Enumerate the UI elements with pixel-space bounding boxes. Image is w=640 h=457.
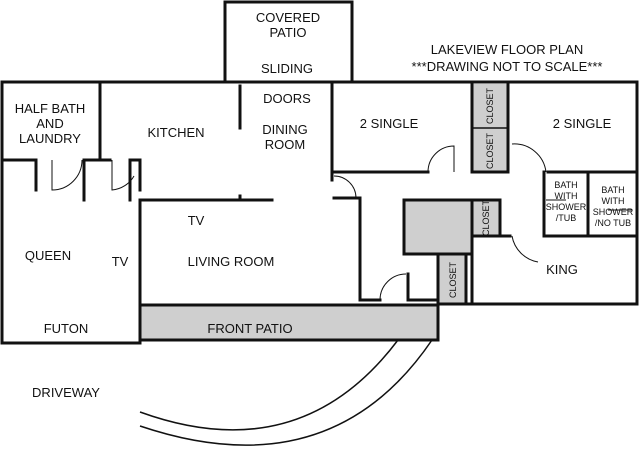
bath2-label-4: /NO TUB [595, 218, 631, 228]
closet-c-label: CLOSET [481, 199, 491, 236]
covered-patio-label-2: PATIO [269, 25, 306, 40]
covered-patio-wall [223, 0, 354, 84]
living-room-label: LIVING ROOM [188, 254, 275, 269]
closet-b-label: CLOSET [485, 132, 495, 169]
bath2-label-3: SHOWER [593, 207, 634, 217]
queen-label: QUEEN [25, 248, 71, 263]
closet-a-label: CLOSET [485, 87, 495, 124]
shading [140, 84, 508, 340]
doors-label: DOORS [263, 91, 311, 106]
half-bath-label-3: LAUNDRY [19, 131, 81, 146]
futon-label: FUTON [44, 321, 89, 336]
bath1-label-3: SHOWER [546, 202, 587, 212]
front-walkway [139, 339, 433, 446]
single-right-label: 2 SINGLE [553, 116, 612, 131]
half-bath-label-2: AND [36, 116, 63, 131]
covered-patio-label: COVERED [256, 10, 320, 25]
dining-label-2: ROOM [265, 137, 305, 152]
sliding-label: SLIDING [261, 61, 313, 76]
plan-title: LAKEVIEW FLOOR PLAN [431, 42, 583, 57]
tv-queen-label: TV [112, 254, 129, 269]
bath2-label: BATH [601, 185, 624, 195]
labels: COVERED PATIO SLIDING DOORS LAKEVIEW FLO… [15, 10, 634, 400]
dining-label: DINING [262, 122, 308, 137]
bath1-label: BATH [554, 180, 577, 190]
driveway-label: DRIVEWAY [32, 385, 100, 400]
front-patio-label: FRONT PATIO [207, 321, 292, 336]
bath1-label-4: /TUB [556, 213, 577, 223]
bath1-label-2: WITH [555, 191, 578, 201]
door-swings [51, 143, 632, 301]
tv-living-label: TV [188, 213, 205, 228]
king-label: KING [546, 262, 578, 277]
half-bath-label: HALF BATH [15, 101, 86, 116]
single-left-label: 2 SINGLE [360, 116, 419, 131]
walls [0, 0, 639, 345]
closet-d-label: CLOSET [448, 261, 458, 298]
plan-subtitle: ***DRAWING NOT TO SCALE*** [412, 59, 603, 74]
kitchen-label: KITCHEN [147, 125, 204, 140]
bath2-label-2: WITH [602, 196, 625, 206]
